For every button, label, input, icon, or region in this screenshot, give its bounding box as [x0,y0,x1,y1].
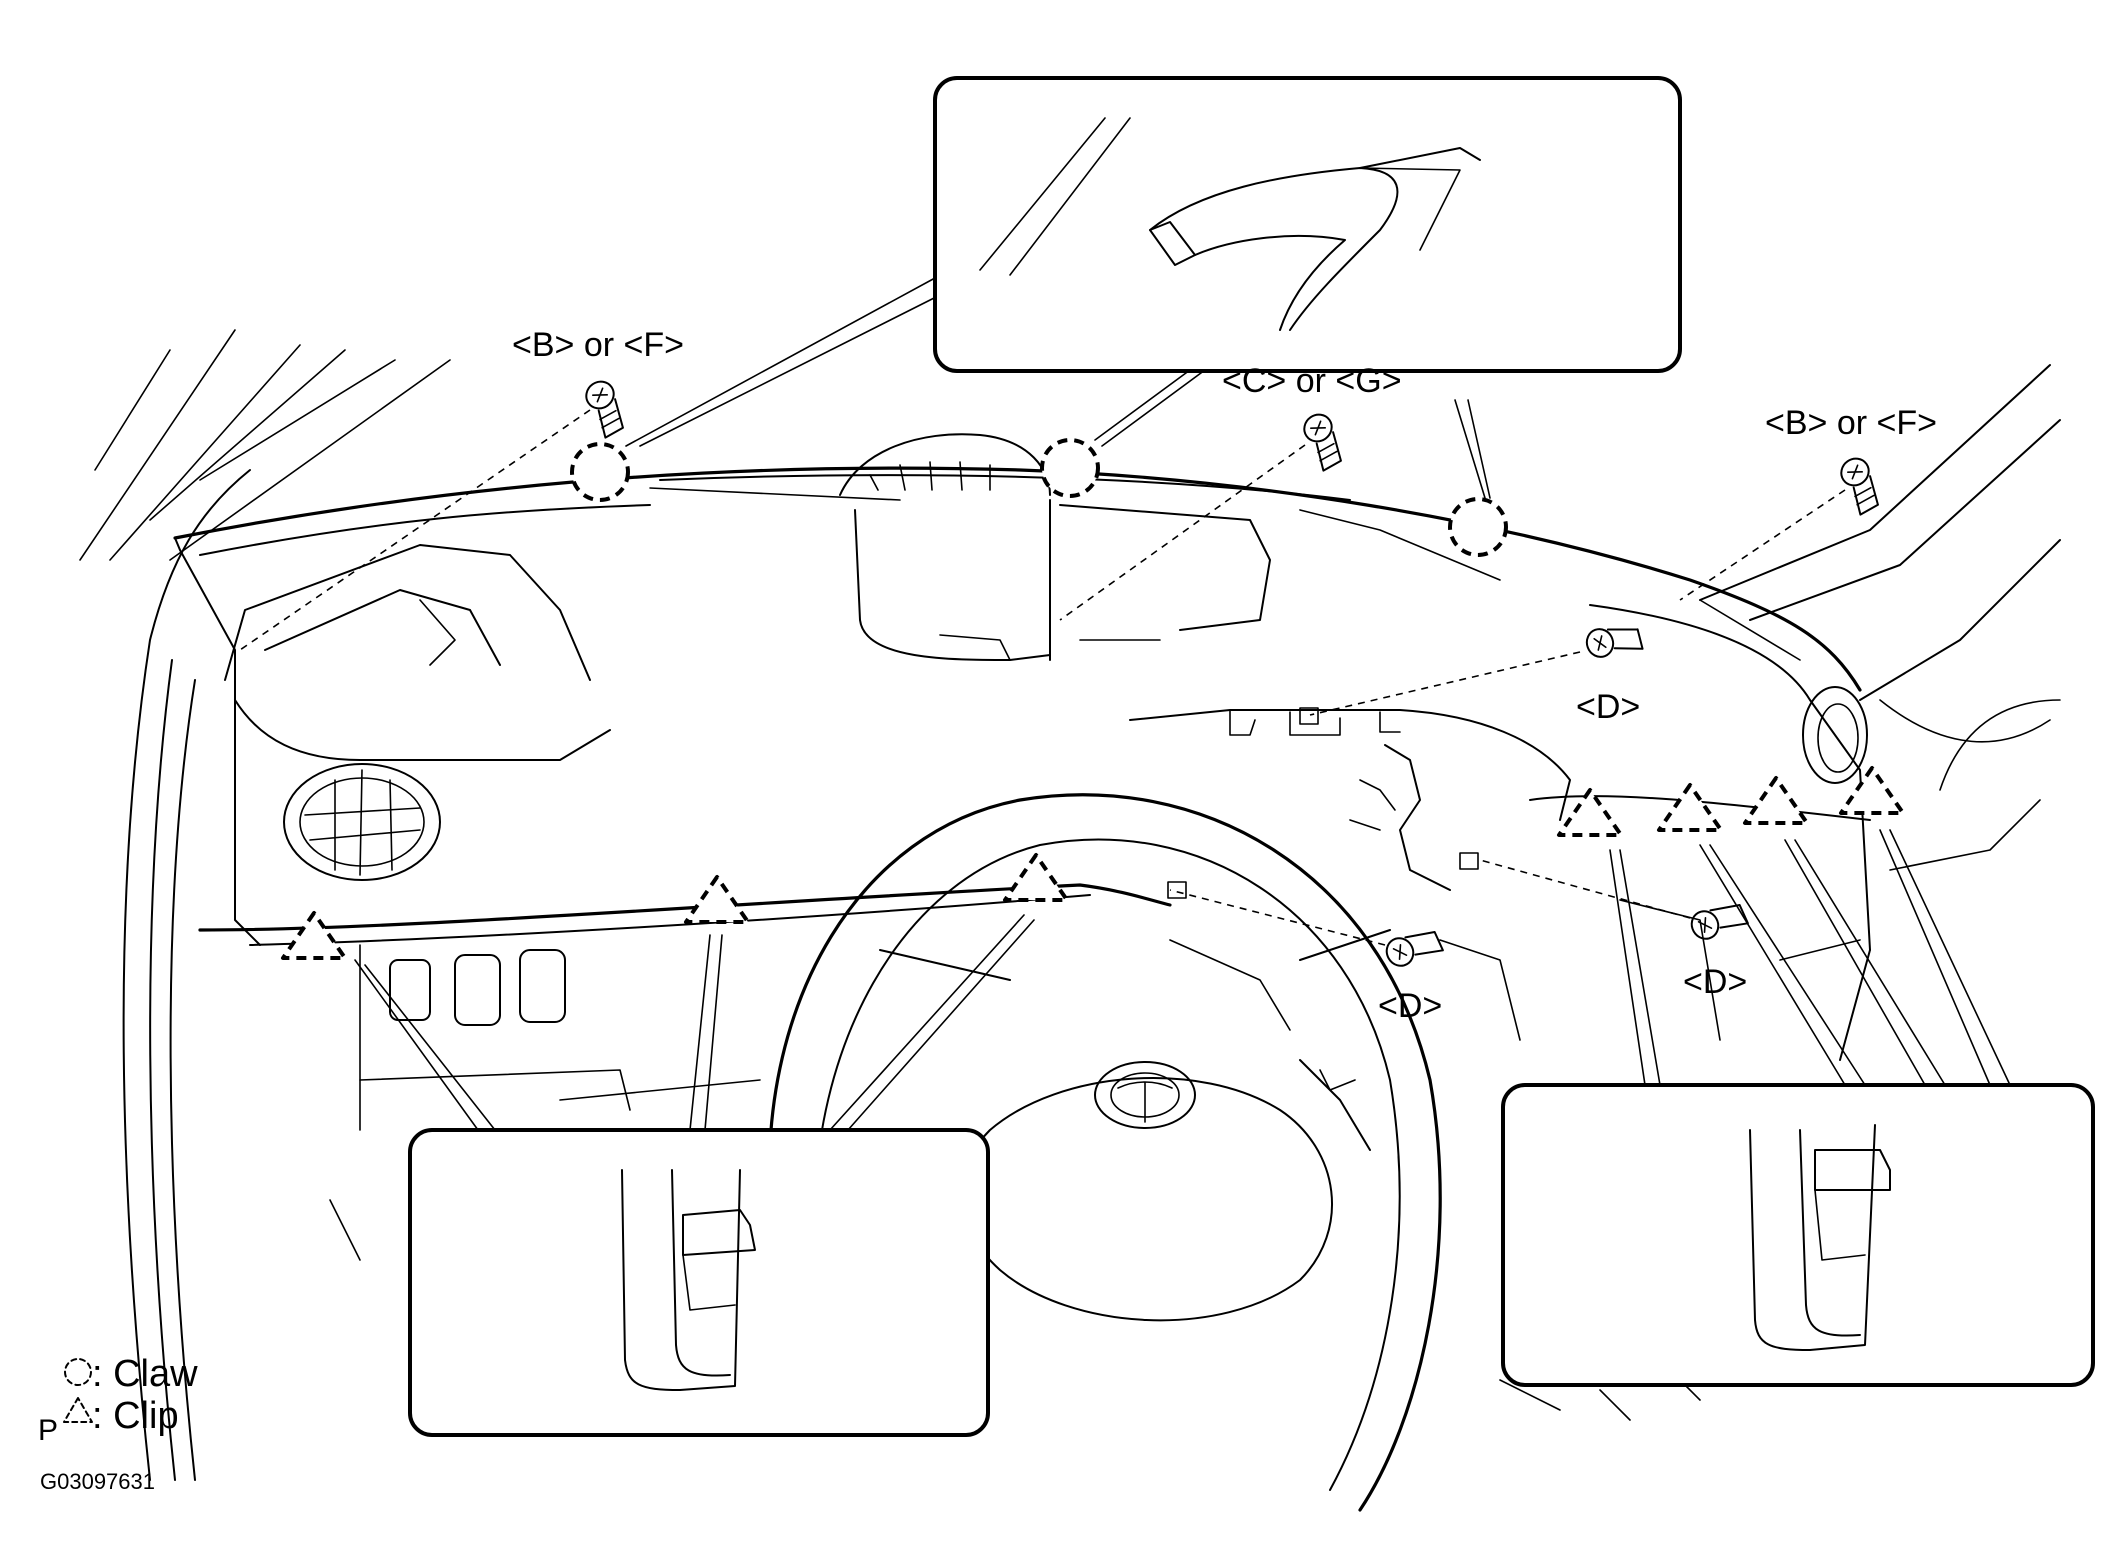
steering-wheel [767,793,1442,1512]
dashboard-body [173,466,1871,1061]
clip-marker [1003,853,1069,902]
screw-label-b-or-f-left: <B> or <F> [512,326,684,364]
lower-left-switches [359,944,631,1131]
clip-marker [1557,788,1623,837]
a-pillar-right [1699,364,2061,791]
claw-marker [1448,497,1508,557]
screw-label-d-right: <D> [1683,963,1747,1001]
clip-marker [684,875,750,924]
screw-label-c-or-g: <C> or <G> [1222,362,1402,400]
screw-icon [1690,904,1749,940]
windshield-hatching [79,329,451,561]
center-defroster [839,433,1271,661]
screw-receptacle [1167,707,1479,899]
screw-icon [585,380,624,439]
claw-marker [1040,438,1100,498]
legend: : Claw : Clip P [38,1353,198,1447]
clip-marker [1839,766,1905,815]
clip-marker [1657,783,1723,832]
right-air-vent [1802,686,1868,784]
screw-icon [1840,457,1879,516]
left-air-vent [283,763,441,881]
cluster-opening [1129,709,1571,891]
clip-detail-callout-right [1501,829,2095,1387]
clip-legend-icon [63,1397,93,1423]
screw-icon [1303,413,1342,472]
legend-claw-text: : Claw [92,1353,198,1395]
clip-detail-callout-left [354,914,1035,1437]
screw-leader-lines [239,409,1846,946]
claw-legend-icon [64,1358,92,1386]
figure-code: G03097631 [40,1469,155,1494]
legend-clip-text: : Clip [92,1395,179,1437]
screw-label-b-or-f-right: <B> or <F> [1765,404,1937,442]
legend-p-mark: P [38,1414,58,1447]
screw-icon [1385,931,1444,967]
claw-detail-callout [625,76,1682,499]
clip-marker [281,911,347,960]
a-pillar-left [122,469,251,1481]
screw-label-d-center: <D> [1378,987,1442,1025]
screw-label-d-upper: <D> [1576,688,1640,726]
claw-marker [570,442,630,502]
screw-icon [1585,628,1644,658]
clip-marker [1743,776,1809,825]
